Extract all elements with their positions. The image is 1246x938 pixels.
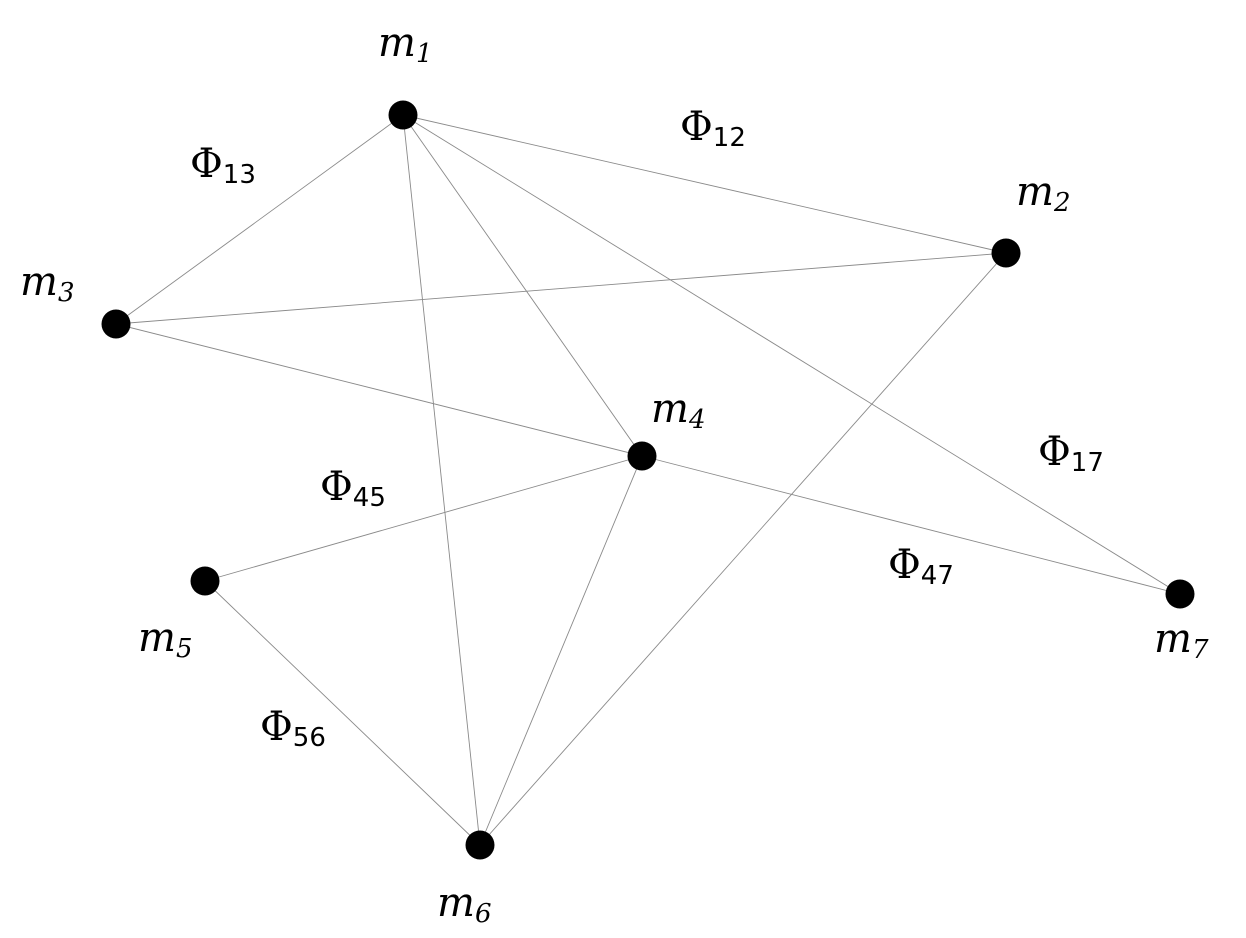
edge-m4-m6 [479,455,643,846]
edge-label-56: Φ56 [260,704,326,753]
node-label-m2: m2 [1016,169,1070,218]
edge-m1-m6 [402,114,481,846]
edge-m5-m6 [204,580,481,846]
edge-m2-m6 [479,252,1007,846]
node-m2 [991,238,1021,268]
edge-m1-m3 [115,114,404,325]
edge-m1-m2 [402,114,1007,254]
node-label-m7: m7 [1154,616,1209,665]
node-label-m1: m1 [378,20,432,69]
node-label-m4: m4 [651,386,705,435]
node-m7 [1165,579,1195,609]
edge-label-47: Φ47 [888,542,954,591]
node-label-m3: m3 [20,259,74,308]
edge-label-17: Φ17 [1038,429,1104,478]
edge-label-12: Φ12 [680,104,746,153]
edge-m3-m2 [115,252,1007,325]
node-m1 [388,100,418,130]
node-layer [101,100,1195,860]
node-label-m6: m6 [437,880,491,929]
node-m5 [190,566,220,596]
edge-m4-m5 [204,455,643,582]
node-m6 [465,830,495,860]
edge-m1-m7 [402,114,1181,595]
node-m4 [627,441,657,471]
node-label-m5: m5 [138,615,192,664]
edge-layer [115,114,1181,846]
edge-m1-m4 [402,114,643,457]
edge-m4-m7 [641,455,1181,595]
edge-label-13: Φ13 [190,141,256,190]
node-m3 [101,309,131,339]
edge-m3-m4 [115,323,643,457]
edge-label-45: Φ45 [320,464,386,513]
